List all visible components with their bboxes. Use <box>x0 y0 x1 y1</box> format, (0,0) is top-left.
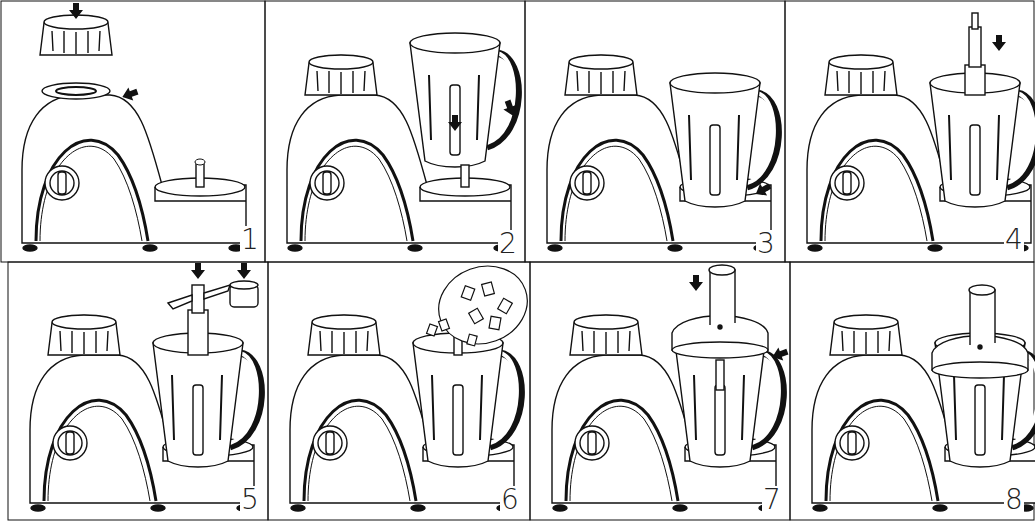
callout-number: 4 <box>1004 226 1024 254</box>
callout-number: 2 <box>498 230 518 258</box>
step-7-figure <box>552 265 790 511</box>
step-2-figure <box>287 33 520 251</box>
step-8-figure <box>812 285 1035 511</box>
callout-number: 8 <box>1004 486 1024 514</box>
step-6-figure <box>290 254 538 511</box>
step-3-figure <box>547 55 778 251</box>
callout-number: 7 <box>762 486 782 514</box>
step-5-figure <box>30 263 261 511</box>
callout-number: 5 <box>240 486 260 514</box>
step-1-figure <box>22 3 246 251</box>
callout-number: 3 <box>756 230 776 258</box>
step-4-figure <box>807 13 1035 251</box>
callout-number: 1 <box>240 226 260 254</box>
callout-number: 6 <box>500 486 520 514</box>
